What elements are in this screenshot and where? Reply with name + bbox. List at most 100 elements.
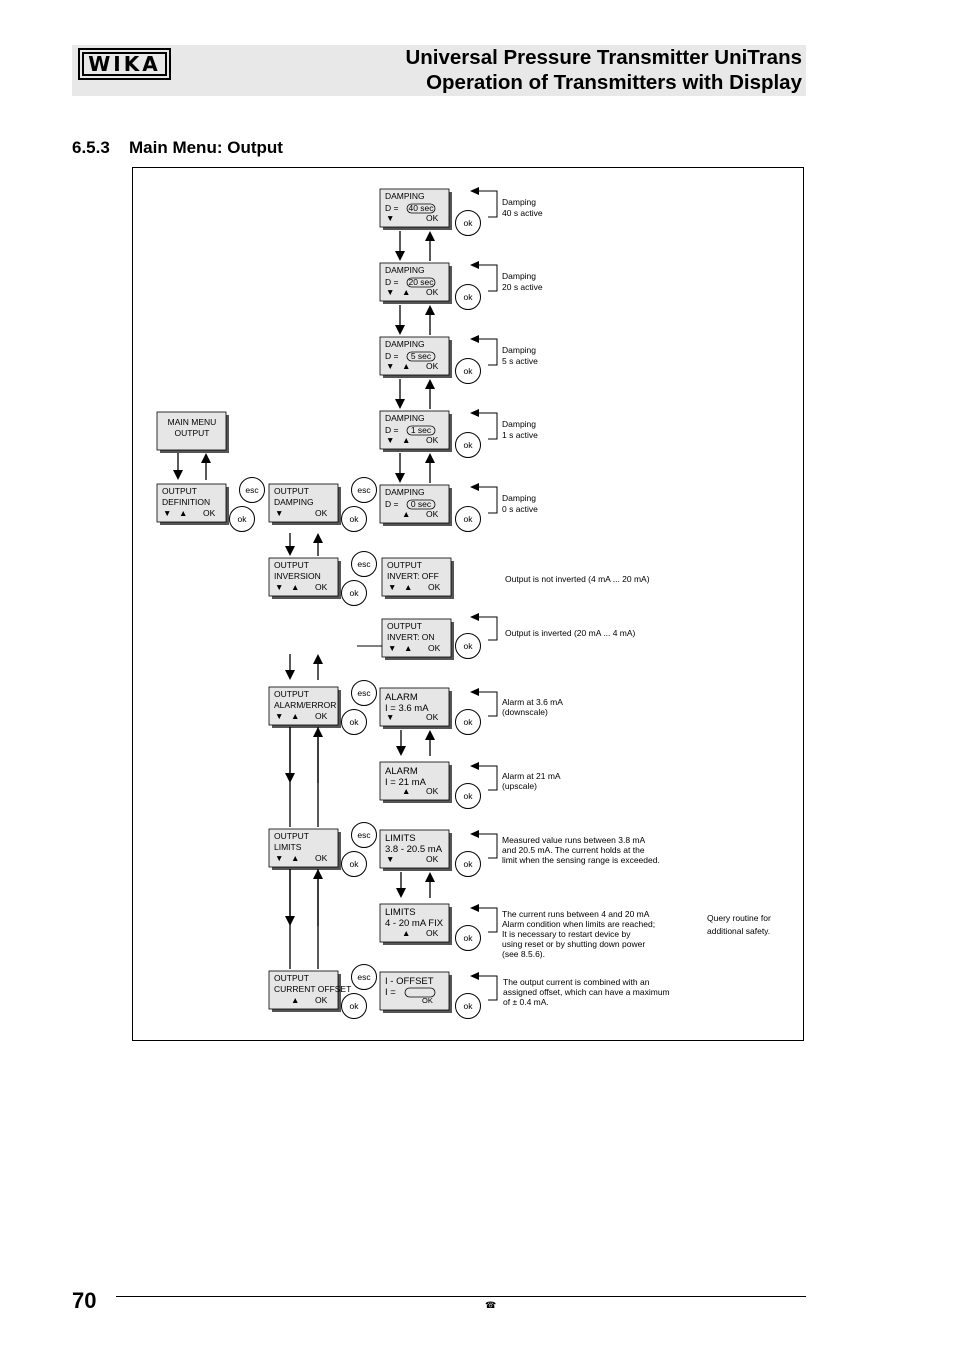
esc-button[interactable]: esc — [351, 477, 377, 503]
key-up-icon: ▲ — [291, 582, 299, 592]
box-face — [268, 686, 339, 726]
damping-note-line1: Damping — [502, 419, 536, 429]
value-highlight — [406, 203, 436, 214]
box-face — [379, 903, 450, 943]
key-down-icon: ▼ — [386, 213, 394, 223]
arrow-up-icon — [425, 379, 435, 389]
invert-line2: INVERT: ON — [387, 632, 435, 642]
ok-button-label: ok — [464, 514, 474, 524]
ok-button-label: ok — [464, 440, 474, 450]
ok-button-label: ok — [464, 366, 474, 376]
key-up-icon: ▲ — [179, 508, 187, 518]
arrow-up-icon — [425, 730, 435, 740]
value-highlight — [406, 499, 436, 510]
damping-value-prefix: D = — [385, 425, 399, 435]
key-down-icon: ▼ — [163, 508, 171, 518]
alarm-note-line2: (downscale) — [502, 707, 548, 717]
esc-button-label: esc — [357, 559, 371, 569]
ok-button[interactable]: ok — [341, 993, 367, 1019]
damping-note-line2: 20 s active — [502, 282, 543, 292]
arrow-down-icon — [285, 670, 295, 680]
ok-button[interactable]: ok — [455, 432, 481, 458]
ok-button[interactable]: ok — [455, 633, 481, 659]
key-ok-label: OK — [315, 508, 328, 518]
telephone-icon: ☎ — [485, 1300, 497, 1310]
box-face — [156, 483, 227, 523]
ok-button-label: ok — [464, 791, 474, 801]
main-menu-line2: OUTPUT — [175, 428, 210, 438]
limits-note-line: using reset or by shutting down power — [502, 939, 645, 949]
ok-button-circle — [455, 851, 481, 877]
ok-button[interactable]: ok — [229, 506, 255, 532]
invert-note: Output is not inverted (4 mA ... 20 mA) — [505, 574, 650, 584]
ok-button-label: ok — [464, 859, 474, 869]
damping-title: DAMPING — [385, 487, 425, 497]
ok-button[interactable]: ok — [341, 851, 367, 877]
footer-rule — [116, 1296, 806, 1297]
menu-line1: OUTPUT — [274, 831, 309, 841]
ok-button-label: ok — [464, 933, 474, 943]
arrow-down-icon — [285, 546, 295, 556]
key-down-icon: ▼ — [388, 582, 396, 592]
esc-button[interactable]: esc — [351, 964, 377, 990]
damping-value: 5 sec — [411, 351, 432, 361]
esc-button-circle — [351, 477, 377, 503]
ok-button-label: ok — [350, 859, 360, 869]
key-down-icon: ▼ — [386, 712, 394, 722]
key-up-icon: ▲ — [291, 995, 299, 1005]
esc-button-circle — [351, 822, 377, 848]
ok-button-label: ok — [350, 514, 360, 524]
ok-button[interactable]: ok — [455, 851, 481, 877]
esc-button[interactable]: esc — [239, 477, 265, 503]
esc-button-label: esc — [357, 972, 371, 982]
key-ok-label: OK — [315, 995, 328, 1005]
ok-button[interactable]: ok — [455, 993, 481, 1019]
ok-button[interactable]: ok — [455, 210, 481, 236]
arrow-down-icon — [395, 399, 405, 409]
ok-button-circle — [455, 993, 481, 1019]
esc-button[interactable]: esc — [351, 822, 377, 848]
damping-value: 1 sec — [411, 425, 432, 435]
alarm-line2: I = 3.6 mA — [385, 703, 429, 714]
alarm-note-line2: (upscale) — [502, 781, 537, 791]
alarm-line1: ALARM — [385, 766, 418, 777]
arrow-down-icon — [395, 251, 405, 261]
box-face — [268, 483, 339, 523]
box-face — [379, 687, 450, 727]
ok-button[interactable]: ok — [455, 709, 481, 735]
key-ok-label: OK — [426, 287, 439, 297]
esc-button[interactable]: esc — [351, 680, 377, 706]
page-number: 70 — [72, 1288, 97, 1313]
key-up-icon: ▲ — [404, 643, 412, 653]
arrow-up-icon — [425, 231, 435, 241]
menu-line2: CURRENT OFFSET — [274, 984, 351, 994]
value-highlight — [406, 351, 436, 362]
ok-button[interactable]: ok — [341, 580, 367, 606]
key-ok-label: OK — [426, 712, 439, 722]
key-down-icon: ▼ — [386, 287, 394, 297]
key-ok-label: OK — [426, 435, 439, 445]
ok-button[interactable]: ok — [455, 925, 481, 951]
ok-button-circle — [229, 506, 255, 532]
damping-note-line2: 1 s active — [502, 430, 538, 440]
query-note-line: Query routine for — [707, 913, 771, 923]
ok-button[interactable]: ok — [455, 783, 481, 809]
ok-button[interactable]: ok — [455, 506, 481, 532]
key-down-icon: ▼ — [275, 508, 283, 518]
ok-button[interactable]: ok — [455, 358, 481, 384]
key-up-icon: ▲ — [291, 711, 299, 721]
ok-button[interactable]: ok — [341, 709, 367, 735]
damping-value-prefix: D = — [385, 203, 399, 213]
ok-button-circle — [341, 580, 367, 606]
ok-button[interactable]: ok — [341, 506, 367, 532]
esc-button[interactable]: esc — [351, 551, 377, 577]
box-face — [381, 557, 452, 597]
ok-button[interactable]: ok — [455, 284, 481, 310]
ok-button-label: ok — [464, 218, 474, 228]
menu-line2: INVERSION — [274, 571, 321, 581]
limits-note-line: The current runs between 4 and 20 mA — [502, 909, 650, 919]
